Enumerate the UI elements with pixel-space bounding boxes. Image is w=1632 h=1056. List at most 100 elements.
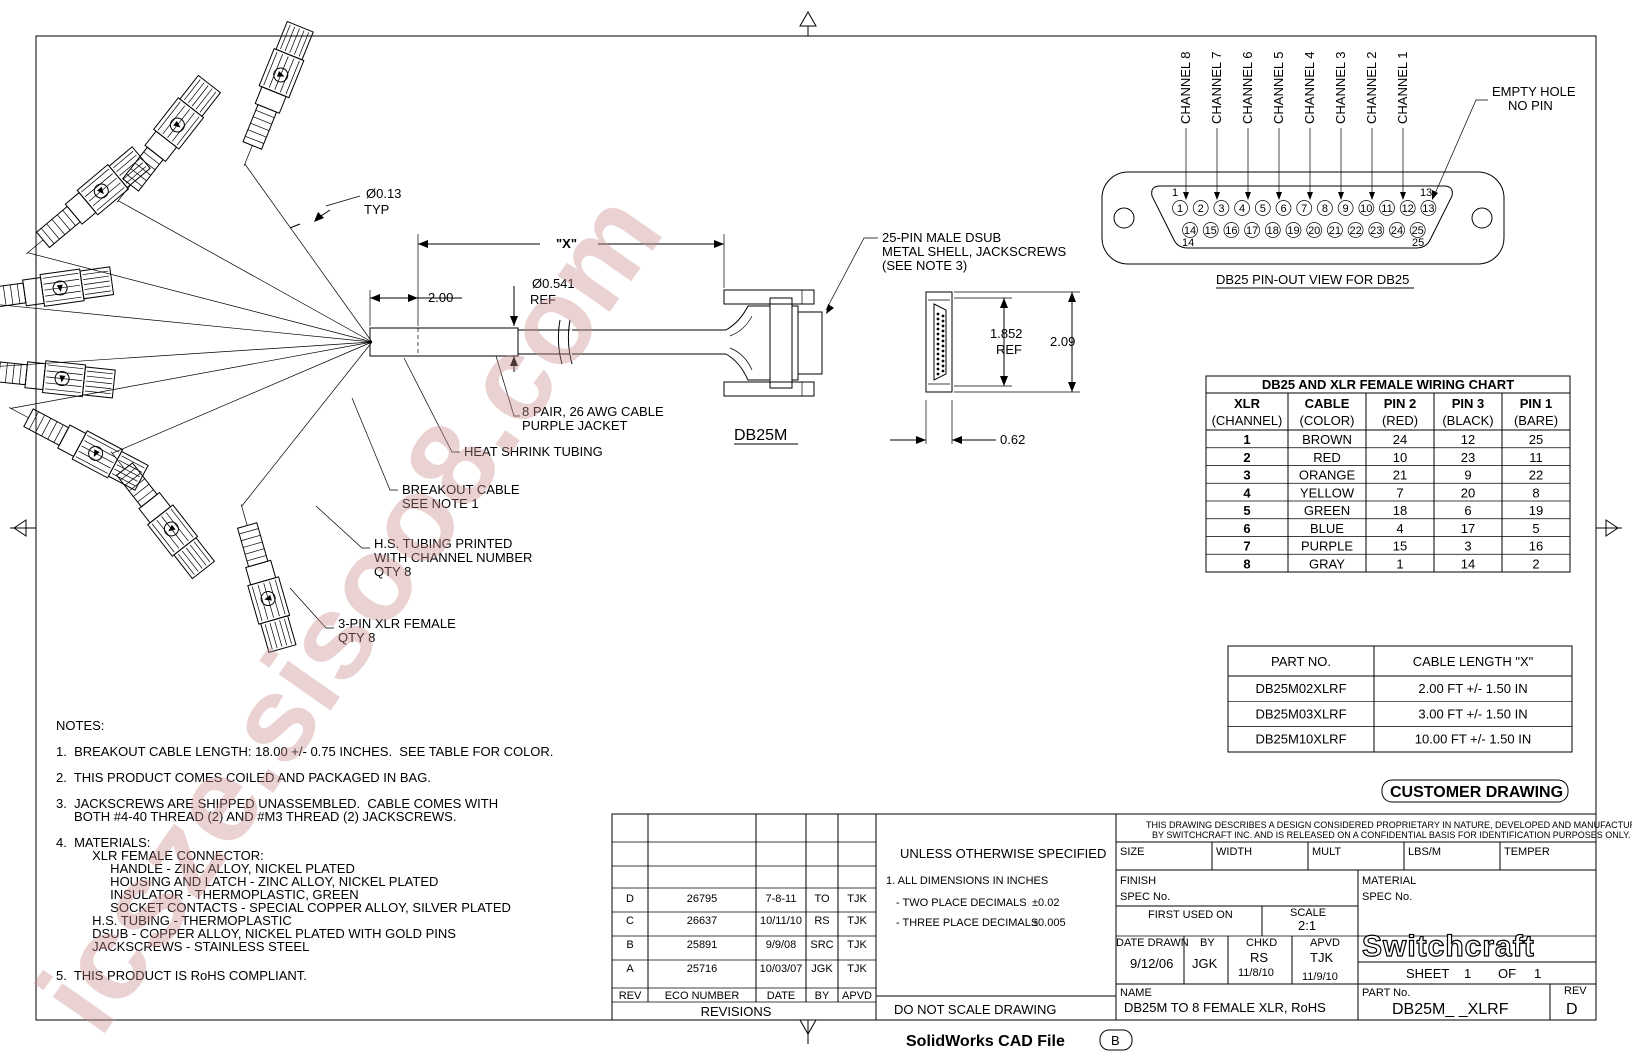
wiring-header-sub: (RED) [1382, 413, 1418, 428]
pin-hole [1296, 200, 1313, 216]
pin-hole [1399, 200, 1416, 216]
pin-label-13: 13 [1420, 187, 1432, 199]
xlr-body [25, 146, 151, 255]
wiring-cell: PURPLE [1301, 539, 1353, 554]
revision-cell: A [626, 963, 634, 975]
db25-end-view [925, 291, 953, 393]
wiring-cell: 1 [1396, 556, 1403, 571]
pin-number: 22 [1349, 225, 1361, 237]
note-line: INSULATOR - THERMOPLASTIC, GREEN [56, 887, 359, 902]
heat-shrink-callout: HEAT SHRINK TUBING [464, 444, 603, 459]
tb-lbs: LBS/M [1408, 846, 1441, 858]
note-line: BOTH #4-40 THREAD (2) AND #M3 THREAD (2)… [56, 809, 456, 824]
hs-callout-1: H.S. TUBING PRINTED [374, 536, 512, 551]
dim-209: 2.09 [1050, 334, 1075, 349]
note-line: 5. THIS PRODUCT IS RoHS COMPLIANT. [56, 968, 307, 983]
end-pin [936, 367, 940, 371]
pin-number: 15 [1205, 225, 1217, 237]
pin-number: 18 [1267, 225, 1279, 237]
wiring-cell: 14 [1461, 556, 1475, 571]
db25m-connector-side [723, 289, 823, 397]
pin-number: 9 [1343, 203, 1349, 215]
pin-hole [1347, 222, 1364, 238]
end-pin [941, 364, 945, 368]
note-line: HANDLE - ZINC ALLOY, NICKEL PLATED [56, 861, 355, 876]
tb-sheet: SHEET [1406, 966, 1449, 981]
pin-hole [1389, 222, 1405, 238]
parts-cell: 2.00 FT +/- 1.50 IN [1418, 681, 1527, 696]
wiring-cell: 2 [1532, 556, 1539, 571]
note-line: JACKSCREWS - STAINLESS STEEL [56, 939, 309, 954]
revision-header: APVD [842, 990, 872, 1002]
wiring-cell: 23 [1461, 450, 1475, 465]
wiring-header-sub: (BARE) [1514, 413, 1558, 428]
main-callout-leaders [289, 355, 520, 629]
pin-hole [1182, 222, 1198, 238]
end-pin [941, 314, 945, 318]
dsub-callout-3: (SEE NOTE 3) [882, 258, 967, 273]
revisions-title: REVISIONS [701, 1004, 772, 1019]
channel-arrow [1276, 192, 1282, 200]
do-not-scale: DO NOT SCALE DRAWING [894, 1002, 1057, 1017]
wiring-cell: 2 [1243, 450, 1250, 465]
xlr-breakout-assembly [0, 20, 373, 654]
note-line: H.S. TUBING - THERMOPLASTIC [56, 913, 292, 928]
wiring-cell: 19 [1529, 503, 1543, 518]
dia-0541-ref: REF [530, 292, 556, 307]
dia-013: Ø0.13 [366, 186, 401, 201]
pin-hole [1368, 222, 1385, 238]
note-line: SOCKET CONTACTS - SPECIAL COPPER ALLOY, … [56, 900, 511, 915]
pin-hole [1234, 200, 1250, 216]
wiring-cell: 21 [1393, 468, 1407, 483]
end-pin [941, 334, 945, 338]
pin-number: 10 [1360, 203, 1372, 215]
tb-first-used: FIRST USED ON [1148, 909, 1233, 921]
pin-number: 5 [1260, 203, 1266, 215]
pin-hole [1285, 222, 1302, 238]
tb-chkd-date: 11/8/10 [1238, 967, 1274, 979]
pin-number: 20 [1308, 225, 1320, 237]
xlr-connector [242, 20, 373, 343]
end-pin [941, 359, 945, 363]
xlr-connector [110, 341, 373, 580]
end-pin [941, 354, 945, 358]
xlr-body [242, 20, 314, 166]
dim-200: 2.00 [428, 290, 453, 305]
wiring-cell: 8 [1532, 485, 1539, 500]
pin-number: 19 [1287, 225, 1299, 237]
parts-cell: 3.00 FT +/- 1.50 IN [1418, 706, 1527, 721]
pin-number: 16 [1225, 225, 1237, 237]
dim-062: 0.62 [1000, 432, 1025, 447]
pin-number: 4 [1239, 203, 1245, 215]
dsub-callout-1: 25-PIN MALE DSUB [882, 230, 1001, 245]
tb-mult: MULT [1312, 846, 1341, 858]
wiring-title: DB25 AND XLR FEMALE WIRING CHART [1262, 377, 1514, 392]
pin-hole [1317, 200, 1333, 216]
pin-hole [1420, 200, 1437, 216]
wiring-cell: 6 [1464, 503, 1471, 518]
breakout-wire [244, 163, 373, 343]
wiring-cell: 20 [1461, 485, 1475, 500]
tb-chkd-val: RS [1250, 950, 1268, 965]
tb-chkd: CHKD [1246, 937, 1277, 949]
wiring-header-sub: (CHANNEL) [1212, 413, 1283, 428]
channel-arrow [1400, 192, 1406, 200]
wiring-header-sub: (BLACK) [1442, 413, 1493, 428]
revision-cell: D [626, 893, 634, 905]
wiring-cell: 22 [1529, 468, 1543, 483]
end-pin [936, 372, 940, 376]
xlr-body [236, 504, 297, 654]
db25m-label: DB25M [734, 427, 787, 444]
pin-hole [1264, 222, 1281, 238]
revision-header: ECO NUMBER [665, 990, 740, 1002]
tb-by-val: JGK [1192, 956, 1218, 971]
revision-cell: 26795 [687, 893, 718, 905]
note-line: 1. BREAKOUT CABLE LENGTH: 18.00 +/- 0.75… [56, 744, 553, 759]
wiring-cell: YELLOW [1300, 485, 1355, 500]
dia-013-typ: TYP [364, 202, 389, 217]
channel-arrow [1307, 192, 1313, 200]
pin-number: 17 [1246, 225, 1258, 237]
wiring-cell: 5 [1243, 503, 1250, 518]
